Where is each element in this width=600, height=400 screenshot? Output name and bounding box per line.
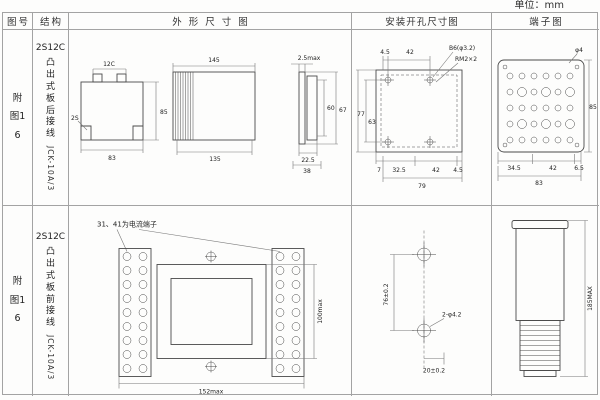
mounting-cell-row2: 76±0.2 2-φ4.2 20±0.2 (352, 206, 492, 396)
dim-label: 76±0.2 (383, 283, 390, 305)
dim-label: 38 (303, 168, 311, 175)
fig-no-text: 附图16 (9, 92, 26, 141)
structure-description: 凸出式板后接线 (45, 58, 55, 140)
terminal-cell-row2: 185MAX (492, 206, 599, 396)
dim-label: 145 (208, 57, 220, 64)
dim-label: 34.5 (507, 165, 521, 172)
dim-label: 2S (71, 115, 79, 122)
current-terminal-note: 31、41为电流端子 (97, 220, 157, 229)
dim-label: 77 (357, 111, 365, 118)
side-view (172, 71, 256, 141)
outline-drawing-rear-wiring: 12C 2S 83 85 145 135 (71, 55, 347, 175)
dim-label: 12C (103, 61, 115, 68)
relay-type-code: JCK-10A/3 (46, 335, 55, 381)
dim-label: 85 (160, 109, 168, 116)
dim-label: RM2×2 (455, 56, 477, 63)
dim-label: 20±0.2 (423, 368, 445, 375)
dim-label: 83 (108, 155, 116, 162)
outline-cell-row1: 12C 2S 83 85 145 135 (69, 30, 352, 206)
dim-label: 152max (199, 389, 224, 396)
structure-row2: 2S12C 凸出式板前接线 JCK-10A/3 (33, 206, 69, 396)
dim-label: 6.5 (574, 165, 584, 172)
dim-label: B6(φ3.2) (449, 45, 475, 52)
mounting2-dims (390, 254, 445, 365)
relay-side-silhouette (511, 220, 569, 377)
relay-body (156, 250, 267, 373)
model-label: 2S12C (35, 43, 66, 53)
drill-holes (412, 242, 436, 343)
outline-drawing-front-wiring: 31、41为电流端子 (97, 220, 324, 396)
terminal-block-outline (497, 59, 585, 153)
dim-label: 42 (406, 49, 414, 56)
dim-label: 63 (368, 119, 376, 126)
mounting-hole-drawing-rear: 4.5 42 B6(φ3.2) RM2×2 77 63 7 32.5 42 4.… (356, 45, 477, 190)
dim-label: 135 (209, 156, 221, 163)
dim-label: 100max (317, 299, 324, 324)
mounting-cell-row1: 4.5 42 B6(φ3.2) RM2×2 77 63 7 32.5 42 4.… (352, 30, 492, 206)
dimension-table: 图号 结构 外形尺寸图 安装开孔尺寸图 端子图 附图16 2S12C 凸出式板后… (2, 12, 599, 396)
mounting-holes (382, 74, 436, 148)
mounting-dims (356, 51, 463, 182)
panel-cutout (375, 69, 463, 153)
left-terminal-strip (118, 248, 152, 377)
dim-label: 32.5 (392, 167, 406, 174)
structure-description: 凸出式板前接线 (45, 247, 55, 329)
terminal-dims (497, 53, 592, 181)
header-structure: 结构 (33, 13, 69, 30)
header-fig-no: 图号 (3, 13, 33, 30)
dim-label: 42 (432, 167, 440, 174)
front-view (80, 73, 144, 141)
fig-no-row1: 附图16 (3, 30, 33, 206)
header-terminal-drawing: 端子图 (492, 13, 599, 30)
outline2-dims (118, 264, 317, 389)
rear-view (298, 71, 318, 145)
outline-cell-row2: 31、41为电流端子 (69, 206, 352, 396)
front-view-dims (77, 68, 159, 153)
dim-label: 2.5max (298, 55, 321, 62)
header-outline-drawing: 外形尺寸图 (69, 13, 352, 30)
terminal2-dims (560, 220, 588, 377)
dim-label: 60 (327, 105, 335, 112)
dim-label: 83 (535, 180, 543, 187)
structure-row1: 2S12C 凸出式板后接线 JCK-10A/3 (33, 30, 69, 206)
model-label: 2S12C (35, 232, 66, 242)
dim-label: 4.5 (453, 167, 463, 174)
terminal-pins (502, 64, 580, 148)
terminal-side-view: 185MAX (511, 220, 594, 377)
dim-label: 79 (418, 183, 426, 190)
dim-label: 2-φ4.2 (442, 312, 462, 319)
dim-label: 42 (549, 165, 557, 172)
dim-label: 22.5 (301, 157, 315, 164)
terminal-cell-row1: φ4 34.5 42 6.5 83 85 (492, 30, 599, 206)
right-terminal-strip (271, 248, 305, 377)
fig-no-text: 附图16 (9, 276, 26, 325)
side-view-dims (172, 63, 256, 155)
fig-no-row2: 附图16 (3, 206, 33, 396)
relay-type-code: JCK-10A/3 (46, 146, 55, 192)
header-mounting-drawing: 安装开孔尺寸图 (352, 13, 492, 30)
dim-label: φ4 (575, 47, 583, 54)
dim-label: 4.5 (380, 49, 390, 56)
note-leaders (116, 229, 281, 252)
mounting-hole-drawing-front: 76±0.2 2-φ4.2 20±0.2 (383, 230, 462, 375)
unit-label: 单位：mm (514, 0, 564, 11)
dim-label: 85 (589, 104, 597, 111)
dim-label: 7 (377, 167, 381, 174)
terminal-diagram-rear: φ4 34.5 42 6.5 83 85 (497, 47, 597, 187)
dim-label: 67 (339, 107, 347, 114)
rear-view-dims (291, 63, 338, 169)
dim-label: 185MAX (587, 286, 594, 311)
